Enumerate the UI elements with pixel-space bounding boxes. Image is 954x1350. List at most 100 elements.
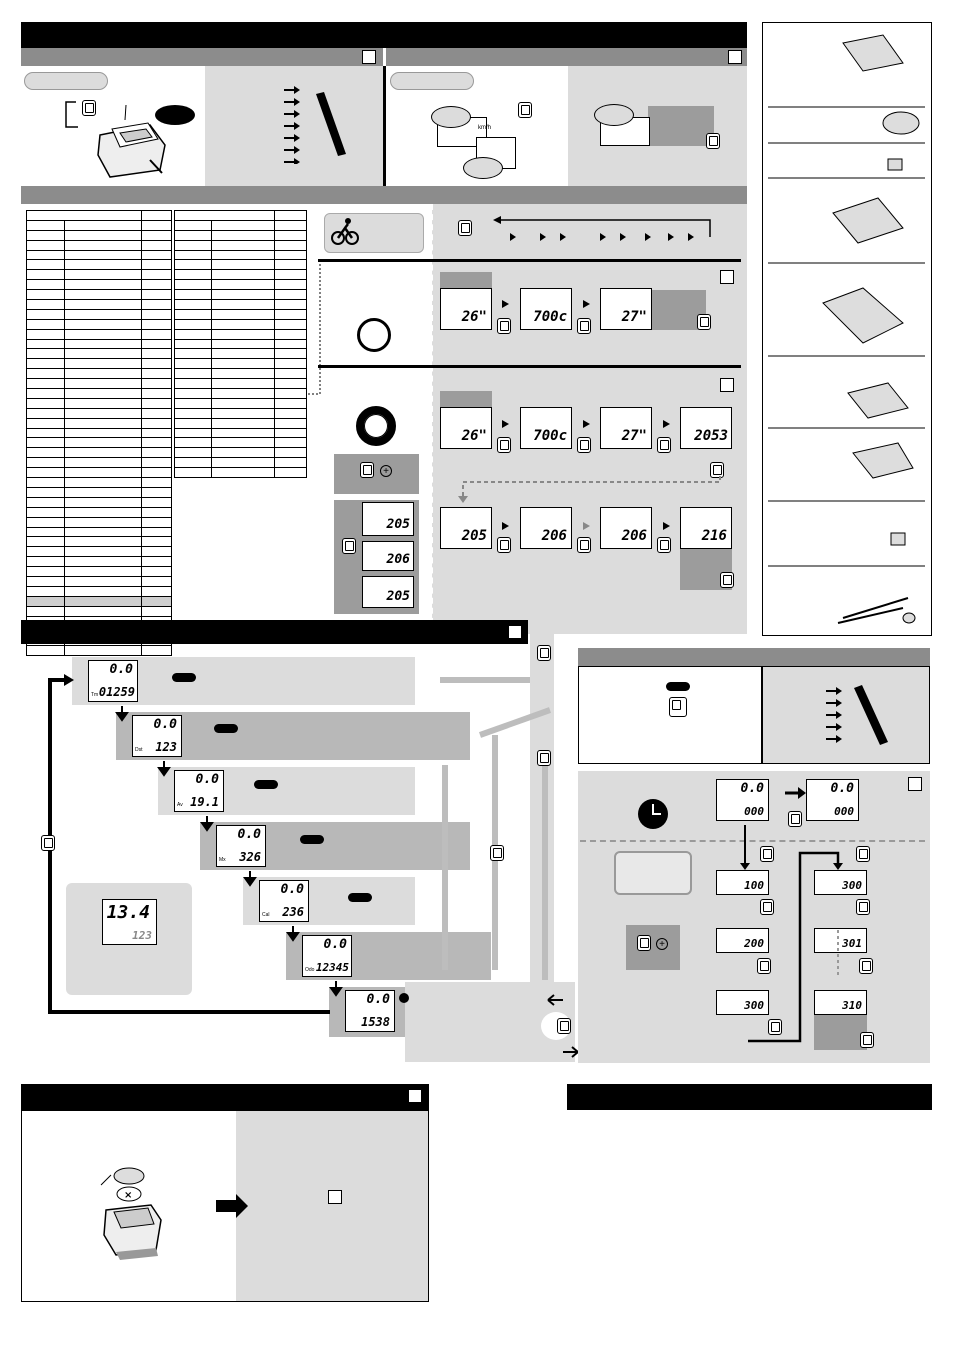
tire-ring-icon	[356, 406, 396, 446]
tire-table-row	[26, 457, 173, 469]
lcd-dst: 0.0 Dst 123	[132, 715, 182, 757]
btn-b1	[497, 437, 511, 453]
clock-plus-icon: +	[656, 938, 668, 950]
tire-table-row	[26, 239, 173, 251]
parts-column	[762, 22, 932, 636]
tire-table-row	[26, 338, 173, 350]
tire-table-row	[174, 378, 307, 390]
pill-tm	[172, 673, 196, 682]
speech-bubble-2	[463, 157, 503, 179]
lcd-clock: 0.0 1538	[345, 990, 395, 1032]
divider-line-1	[318, 259, 741, 262]
tire-table-row	[26, 566, 173, 577]
tire-table-row	[26, 467, 173, 479]
clock-dash-divider	[580, 840, 925, 842]
pill-av	[254, 780, 278, 789]
tire-table-row	[26, 447, 173, 459]
pill-cal	[348, 893, 372, 902]
tire-table-row	[174, 259, 307, 271]
mode-btn-dst	[490, 845, 504, 861]
arrow-b2	[583, 420, 590, 428]
tire-table-row	[26, 368, 173, 380]
btn-b2	[577, 437, 591, 453]
tire-table-row	[26, 575, 173, 587]
divider-line-2	[318, 365, 741, 368]
lcd-speed: 13.4 123	[102, 899, 157, 945]
confirm-box-d	[648, 106, 714, 146]
checkbox-1	[362, 50, 376, 64]
btn-time-4	[757, 958, 771, 974]
tire-table-row	[174, 388, 307, 399]
tire-table-row	[26, 536, 173, 548]
lcd-time-4: 200	[716, 928, 769, 953]
tire-table-row	[26, 477, 173, 488]
bracket-line	[65, 101, 78, 128]
btn-b4	[710, 462, 724, 478]
btn-reset	[669, 697, 687, 717]
row-a-tag	[440, 272, 492, 290]
clock-icon	[638, 799, 668, 829]
device-illustration	[97, 104, 195, 178]
tire-table-row	[174, 239, 307, 251]
mode-button-icon	[82, 100, 96, 116]
arrow-a2	[583, 300, 590, 308]
tire-table-row	[174, 397, 307, 409]
lcd-cal: 0.0 Cal 236	[259, 880, 309, 922]
row-a-confirm	[650, 290, 706, 330]
mode-button-icon-c	[518, 102, 532, 118]
tire-table-row	[26, 516, 173, 528]
tire-table-row	[174, 417, 307, 429]
tire-table-row	[174, 338, 307, 350]
tire-table-row	[174, 467, 307, 479]
checkbox-4	[720, 378, 734, 392]
tire-table-row	[174, 308, 307, 320]
tire-table-row	[174, 229, 307, 241]
checkbox-5	[508, 625, 522, 639]
panel-divider	[383, 66, 386, 186]
tire-table-row	[174, 328, 307, 340]
tire-table-row	[26, 397, 173, 409]
dashed-return	[458, 476, 721, 503]
selection-arrows	[493, 216, 711, 241]
tire-table-row	[26, 546, 173, 558]
svg-text:×: ×	[124, 1190, 132, 1201]
btn-side	[342, 538, 356, 554]
row-b-tag	[440, 391, 492, 409]
btn-w2	[577, 318, 591, 334]
btn-adj4	[720, 572, 734, 588]
tire-table-row	[26, 605, 173, 617]
tire-table-row	[26, 299, 173, 310]
checkbox-8	[328, 1190, 342, 1204]
tire-table-row	[26, 229, 173, 241]
speech-bubble-1	[431, 106, 471, 128]
tire-table-row	[26, 219, 173, 231]
tire-table-2	[173, 210, 307, 479]
pill-mx	[300, 835, 324, 844]
mode-button-icon-d	[706, 133, 720, 149]
checkbox-6	[908, 777, 922, 791]
lcd-time-7: 301	[814, 928, 867, 953]
tire-table-row	[174, 407, 307, 419]
battery-panel-right	[236, 1111, 428, 1301]
tire-table-row	[26, 556, 173, 568]
tire-table-row	[174, 348, 307, 360]
btn-b3	[657, 437, 671, 453]
lcd-odo: 0.0 Odo 12345	[302, 935, 352, 977]
btn-time-3	[760, 899, 774, 915]
tire-table-row	[26, 506, 173, 518]
battery-header-bar	[21, 1084, 429, 1110]
mode-plus-box	[334, 454, 419, 494]
tire-table-row	[174, 299, 307, 310]
arrow-c1	[502, 522, 509, 530]
lcd-tm: 0.0 Tm 01259	[88, 660, 138, 702]
btn-adj3	[657, 537, 671, 553]
arrow-b3	[663, 420, 670, 428]
lcd-adj-2: 206	[520, 507, 572, 549]
tire-table-row	[26, 486, 173, 498]
tire-table-row	[174, 457, 307, 469]
lcd-wheel-1: 26"	[440, 288, 492, 330]
btn-time-6	[856, 846, 870, 862]
reset-panel-right	[762, 666, 930, 764]
tire-table-row	[26, 585, 173, 597]
